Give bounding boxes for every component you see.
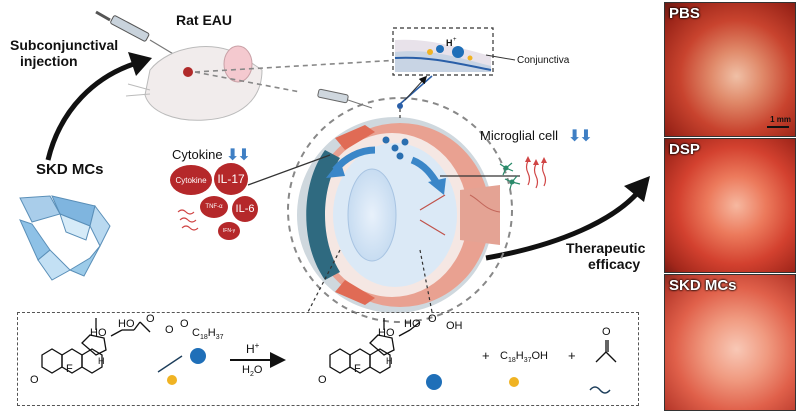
- skd-crystals-icon: [19, 195, 111, 281]
- reaction-box: [17, 312, 639, 406]
- cytokine-bubble: Cytokine: [170, 165, 212, 195]
- efficacy-label: efficacy: [588, 256, 641, 272]
- cytokine-wave-arrows: [177, 209, 199, 231]
- eye-zoom-circle: [287, 97, 513, 323]
- condition-h-plus: H+: [246, 341, 260, 356]
- microglial-cells-icon: [499, 156, 547, 190]
- reactant-ketal-o1: O: [165, 324, 174, 336]
- product-h: H: [386, 356, 393, 366]
- skd-mcs-label: SKD MCs: [36, 161, 104, 178]
- microglial-label: Microglial cell: [480, 128, 559, 143]
- acetone-structure: [595, 340, 617, 363]
- cytokine-title: Cytokine: [172, 147, 223, 162]
- scale-bar-label: 1 mm: [770, 115, 791, 124]
- reactant-ring-o: O: [30, 374, 39, 386]
- condition-h2o: H2O: [242, 364, 263, 379]
- reactant-ho-11: HO: [90, 327, 107, 339]
- svg-text:H: H: [446, 38, 453, 48]
- reactant-ho-17: HO: [118, 318, 135, 330]
- acetone-o: O: [602, 326, 611, 338]
- photo-dsp-label: DSP: [669, 141, 700, 158]
- plus-sign-2: +: [568, 348, 576, 363]
- injection-label: injection: [20, 53, 78, 69]
- product-blue-ball: [426, 374, 442, 390]
- product-keto-o: O: [428, 313, 437, 325]
- product-ho-11: HO: [378, 327, 395, 339]
- reactant-keto-o: O: [146, 313, 155, 325]
- eye-cross-section: [297, 117, 501, 313]
- acetone-wavy-icon: [589, 386, 611, 394]
- product-ho-17: HO: [404, 318, 421, 330]
- reactant-structure: [41, 318, 151, 374]
- curved-arrow-left-head: [128, 52, 152, 76]
- il6-bubble: IL-6: [232, 196, 258, 222]
- photo-dsp: DSP: [664, 138, 796, 273]
- curved-arrow-right: [485, 188, 642, 261]
- curved-arrow-left: [45, 59, 141, 161]
- photo-skd-label: SKD MCs: [669, 277, 737, 294]
- cytokine-down-arrows-icon: ⬇⬇: [226, 147, 251, 164]
- svg-text:+: +: [453, 37, 457, 43]
- photo-skd: SKD MCs: [664, 274, 796, 411]
- product-f: F: [354, 363, 361, 375]
- tnf-bubble: TNF-α: [200, 196, 228, 218]
- product-structure: [329, 318, 421, 374]
- conjunctiva-inset: H +: [392, 27, 516, 76]
- il17-bubble: IL-17: [214, 163, 248, 195]
- microglial-down-arrows-icon: ⬇⬇: [568, 128, 593, 145]
- rat-icon: [125, 45, 263, 121]
- photo-pbs-label: PBS: [669, 5, 700, 22]
- reactant-balls: [157, 348, 206, 385]
- small-syringe-icon: [317, 88, 373, 109]
- curved-arrow-right-head: [624, 176, 650, 202]
- rat-eau-label: Rat EAU: [176, 12, 233, 28]
- product-oh: OH: [446, 320, 463, 332]
- reactant-h: H: [98, 356, 105, 366]
- product-ring-o: O: [318, 374, 327, 386]
- reactant-c18h37: C18H37: [192, 327, 224, 342]
- plus-sign-1: +: [482, 348, 490, 363]
- product-yellow-ball: [509, 377, 519, 387]
- ifn-bubble: IFN-γ: [218, 222, 240, 240]
- conjunctiva-label: Conjunctiva: [517, 55, 570, 66]
- reactant-f: F: [66, 363, 73, 375]
- therapeutic-label: Therapeutic: [566, 240, 646, 256]
- photo-pbs: PBS 1 mm: [664, 2, 796, 137]
- scale-bar: [767, 126, 789, 128]
- subconjunctival-label: Subconjunctival: [10, 37, 119, 53]
- alcohol-formula: C18H37OH: [500, 350, 548, 365]
- reactant-ketal-o2: O: [180, 318, 189, 330]
